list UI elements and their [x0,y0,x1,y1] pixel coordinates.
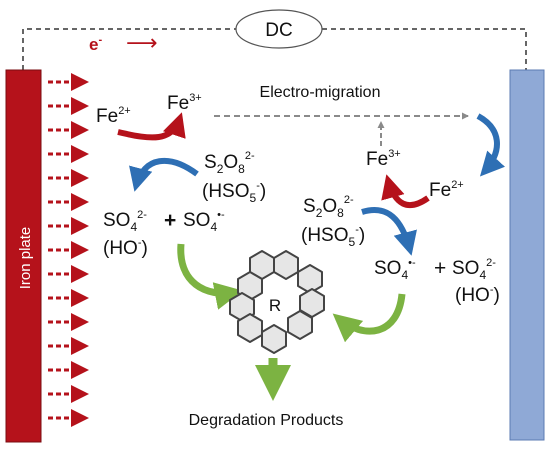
right-fe-oxidation-arrow [381,174,430,209]
circuit-wire [22,28,527,70]
left-persulfate-label: S2O82- [204,150,255,176]
electro-migration-label: Electro-migration [260,84,381,101]
right-fe-regeneration-arrow [476,113,505,177]
pollutant-molecule [229,250,325,354]
left-sulfate-label: SO42- [103,209,147,234]
left-peroxymonosulfate-label: (HSO5-) [202,180,266,205]
right-fe3-label: Fe3+ [366,148,401,170]
right-plus-label: + [434,257,446,280]
iron-release-arrows [48,73,89,427]
degradation-products-label: Degradation Products [189,412,344,429]
left-radical-attack-arrow [177,243,243,310]
left-radical-label: SO4•- [183,209,225,234]
left-persulfate-activation-arrow [129,157,199,192]
electron-label: e- [89,34,102,54]
left-plus-label: + [164,209,176,232]
pollutant-label: R [269,296,281,315]
cathode-plate [509,69,545,441]
right-persulfate-activation-arrow [361,207,417,256]
electron-arrow: ⟶ [126,31,158,56]
left-fe2-label: Fe2+ [96,105,131,127]
dc-power-source [235,9,323,49]
electron-charge: - [98,34,102,46]
right-fe2-label: Fe2+ [429,179,464,201]
left-fe-oxidation-arrow [117,112,186,141]
dc-label: DC [265,20,292,41]
iron-plate-label: Iron plate [17,227,34,290]
left-fe3-label: Fe3+ [167,92,202,114]
right-radical-label: SO4•- [374,257,416,282]
right-sulfate-label: SO42- [452,257,496,282]
right-peroxymonosulfate-label: (HSO5-) [301,224,365,249]
left-hydroxide-label: (HO-) [103,237,148,259]
right-persulfate-label: S2O82- [303,194,354,220]
iron-plate-anode [5,69,42,443]
right-hydroxide-label: (HO-) [455,284,500,306]
right-radical-attack-arrow [332,293,406,343]
electron-symbol: e [89,35,98,54]
